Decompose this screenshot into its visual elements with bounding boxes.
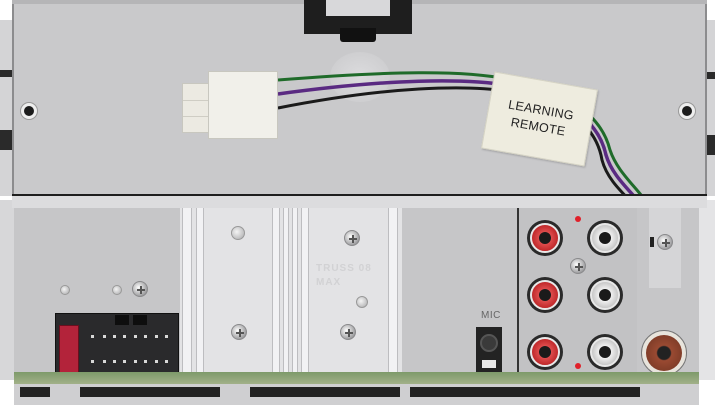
heatsink-fin [182,208,192,376]
heatsink [180,208,402,376]
vent-slot [80,387,220,397]
rail-notch [701,72,715,79]
vent-slot [20,387,50,397]
mount-hole-right [679,103,695,119]
pin [123,360,126,363]
remote-plug-pins [182,83,210,133]
screw [132,281,148,297]
rca-jack-red-2[interactable] [527,277,563,313]
heatsink-screw [340,324,356,340]
pin [134,360,137,363]
heatsink-fin [388,208,398,376]
vent-slot [410,387,640,397]
mount-hole-left [21,103,37,119]
rca-jack-white-1[interactable] [587,220,623,256]
rail-notch [0,130,14,150]
rca-jack-white-3[interactable] [587,334,623,370]
rca-jack-red-3[interactable] [527,334,563,370]
pin [134,335,137,338]
harness-latch [133,315,147,325]
remote-plug-connector [208,71,278,139]
chassis-divider [12,194,707,208]
pin [103,360,106,363]
pin-divider [183,116,209,117]
pin [144,335,147,338]
rivet [112,285,122,295]
emboss-line-1: TRUSS 08 [316,263,372,274]
pin [91,360,94,363]
indicator-dot [575,363,581,369]
harness-latch [115,315,129,325]
pin [155,335,158,338]
top-clip-tab [326,0,390,16]
mic-tab [482,360,496,368]
heatsink-rivet [231,226,245,240]
rca-jack-red-1[interactable] [527,220,563,256]
mic-jack-hole [480,334,498,352]
heatsink-fin [283,208,289,376]
chassis-shadow [330,52,390,102]
pin [113,335,116,338]
heatsink-rivet [356,296,368,308]
pin [123,335,126,338]
pin [165,335,168,338]
mic-label: MIC [481,310,501,321]
heatsink-fin [301,208,309,376]
heatsink-fin [196,208,204,376]
antenna-socket [646,335,682,371]
pin [103,335,106,338]
top-clip-latch [340,28,376,42]
terminal-slot [650,237,654,247]
terminal-screw [657,234,673,250]
fuse [59,325,79,373]
antenna-jack[interactable] [641,330,687,376]
heatsink-screw [344,230,360,246]
vent-slot [250,387,400,397]
pin [91,335,94,338]
heatsink-screw [231,324,247,340]
pin-divider [183,100,209,101]
rca-panel-screw [570,258,586,274]
rivet [60,285,70,295]
pin [165,360,168,363]
emboss-line-2: MAX [316,277,342,288]
pin [113,360,116,363]
heatsink-emboss: TRUSS 08 MAX [316,262,372,290]
pin [144,360,147,363]
heatsink-fin [272,208,280,376]
indicator-dot [575,216,581,222]
circuit-board-edge [14,372,699,386]
pin [155,360,158,363]
heatsink-fin [292,208,298,376]
rca-jack-white-2[interactable] [587,277,623,313]
rail-notch [0,70,14,77]
